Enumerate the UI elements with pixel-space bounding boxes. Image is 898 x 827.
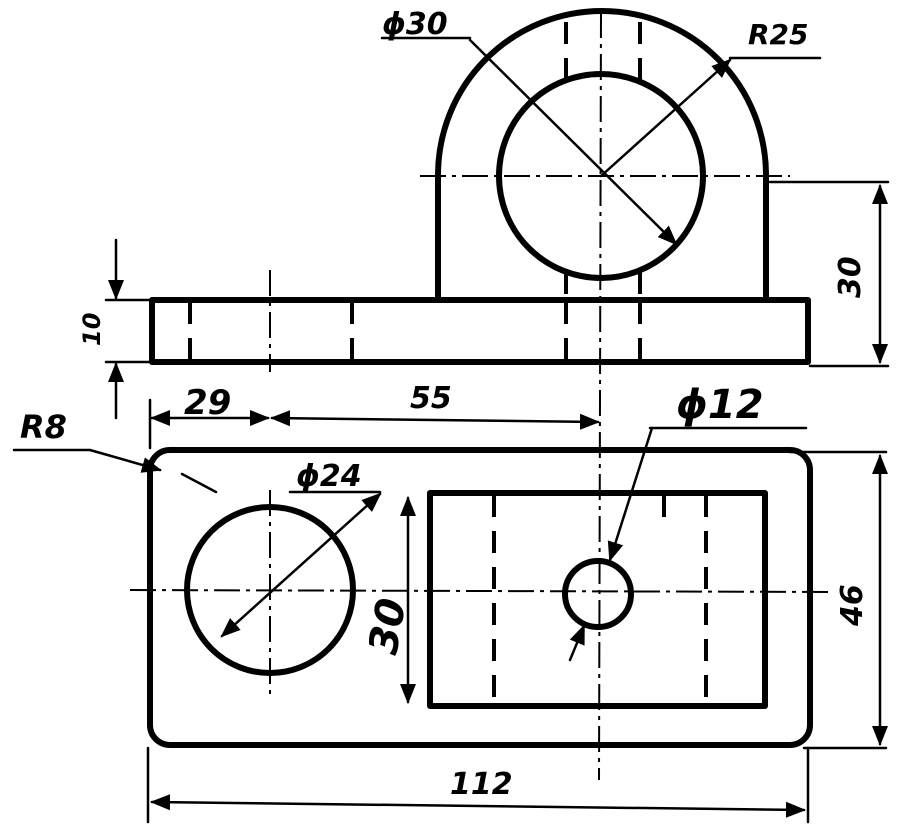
center-line-horizontal-plate — [129, 589, 831, 593]
boss-outline — [435, 8, 769, 303]
label-30-left: 30 — [361, 595, 416, 658]
hole-12-circle — [562, 558, 634, 630]
dimensions: ϕ30 R25 30 10 R8 29 55 ϕ12 — [12, 7, 890, 824]
label-r25: R25 — [748, 18, 809, 51]
label-r8: R8 — [20, 408, 67, 446]
label-112: 112 — [450, 767, 513, 802]
plate-outline — [147, 447, 813, 748]
label-46: 46 — [835, 584, 870, 627]
label-55: 55 — [410, 381, 452, 416]
dim-line-dia24 — [220, 492, 382, 638]
dim-line-dia12-upper — [607, 426, 654, 562]
front-view — [149, 8, 811, 781]
center-line-vertical-main — [598, 11, 602, 781]
label-dia30: ϕ30 — [382, 7, 448, 42]
dim-line-r8 — [88, 448, 162, 473]
r8-tick — [180, 472, 218, 494]
label-30-right: 30 — [833, 256, 868, 298]
label-dia12: ϕ12 — [676, 382, 764, 428]
dim-line-112 — [150, 794, 806, 818]
label-dia24: ϕ24 — [296, 459, 362, 494]
dim-line-dia12-lower — [568, 624, 586, 662]
boss-projection-outline — [427, 490, 768, 709]
base-plate-outline — [149, 297, 811, 365]
dim-line-dia30 — [468, 38, 678, 246]
label-29: 29 — [184, 383, 231, 423]
label-10: 10 — [78, 313, 106, 346]
top-view — [129, 447, 831, 748]
dim-line-r25 — [599, 58, 732, 178]
dim-line-55 — [270, 410, 600, 430]
